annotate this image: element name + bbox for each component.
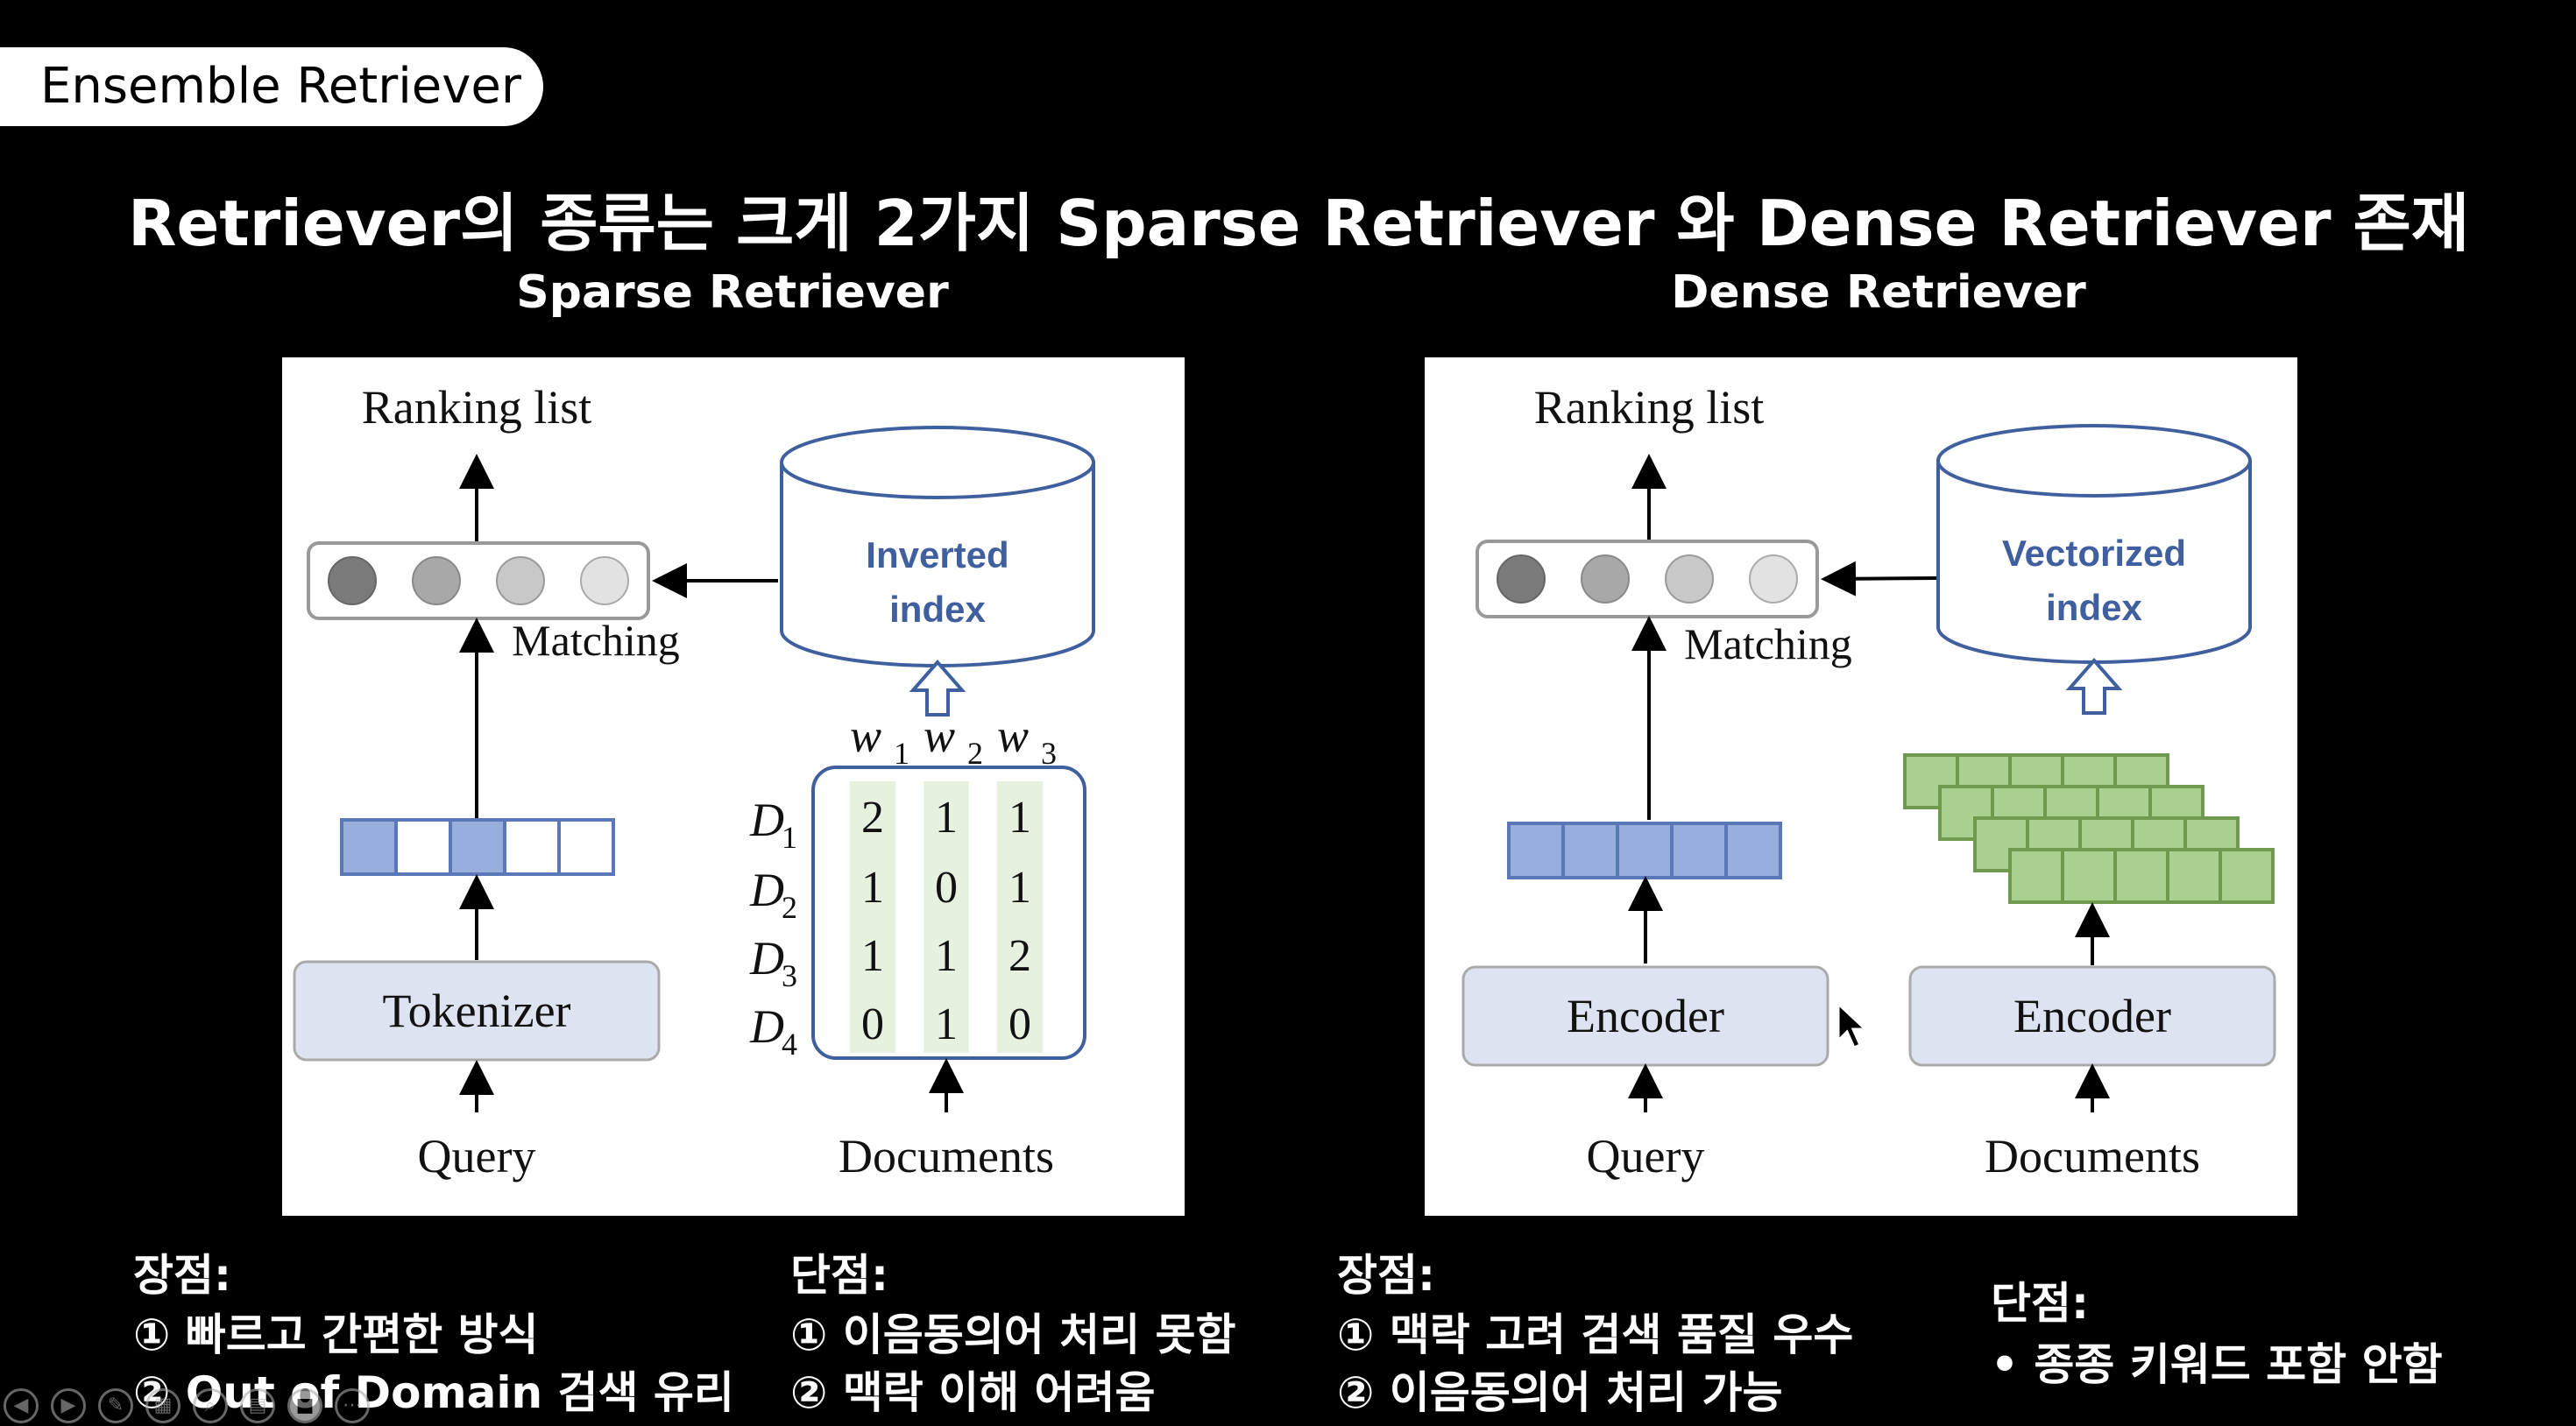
- matching-label: Matching: [1684, 619, 1852, 668]
- presentation-toolbar: ◀ ▶ ✎ ▦ ⌕ ▤ ■ ⋯: [4, 1386, 370, 1426]
- dense-pro-item: ② 이음동의어 처리 가능: [1337, 1367, 1783, 1418]
- query-label: Query: [1587, 1130, 1705, 1182]
- dense-diagram: Ranking list Vectorized index Matching: [1425, 357, 2297, 1216]
- matrix-cell: 1: [861, 931, 884, 981]
- document-row-label: D: [749, 1000, 784, 1053]
- documents-label: Documents: [839, 1130, 1054, 1182]
- ranking-list-label: Ranking list: [362, 381, 592, 434]
- sparse-pro-item: ② Out of Domain 검색 유리: [133, 1367, 734, 1418]
- sparse-pro-item: ① 빠르고 간편한 방식: [133, 1310, 539, 1360]
- document-row-label: D: [749, 932, 784, 985]
- svg-text:index: index: [2046, 587, 2142, 628]
- matrix-cell: 2: [861, 793, 884, 843]
- document-row-label: D: [749, 864, 784, 916]
- term-column-label: w: [997, 709, 1029, 762]
- more-icon[interactable]: ⋯: [335, 1388, 370, 1423]
- document-row-subscript: 2: [782, 890, 797, 925]
- dense-title: Dense Retriever: [1671, 266, 2086, 319]
- svg-text:index: index: [889, 589, 986, 630]
- document-vectors: [1903, 753, 2275, 904]
- zoom-icon[interactable]: ⌕: [193, 1388, 228, 1423]
- dense-pros-title: 장점:: [1337, 1250, 1435, 1301]
- tokenizer-label: Tokenizer: [382, 985, 570, 1037]
- ranking-list-label: Ranking list: [1534, 381, 1765, 434]
- matrix-cell: 1: [1008, 793, 1031, 843]
- documents-label: Documents: [1985, 1130, 2200, 1182]
- matrix-cell: 0: [935, 863, 958, 913]
- sparse-cons-title: 단점:: [790, 1250, 888, 1301]
- subtitles-icon[interactable]: ▤: [240, 1388, 275, 1423]
- prev-icon[interactable]: ◀: [4, 1388, 39, 1423]
- document-row-label: D: [749, 794, 784, 846]
- sparse-title: Sparse Retriever: [516, 266, 949, 319]
- encoder-label: Encoder: [1567, 990, 1724, 1042]
- matrix-cell: 2: [1008, 931, 1031, 981]
- term-column-subscript: 1: [894, 736, 909, 771]
- grid-icon[interactable]: ▦: [145, 1388, 180, 1423]
- dense-pro-item: ① 맥락 고려 검색 품질 우수: [1337, 1310, 1854, 1360]
- document-row-subscript: 3: [782, 958, 797, 993]
- index-label: Inverted: [866, 534, 1008, 575]
- index-label: Vectorized: [2002, 533, 2186, 574]
- term-column-label: w: [924, 709, 955, 762]
- matrix-cell: 1: [861, 863, 884, 913]
- camera-icon[interactable]: ■: [287, 1388, 322, 1423]
- document-row-subscript: 1: [782, 820, 797, 855]
- encoder-label: Encoder: [2013, 990, 2171, 1042]
- matching-label: Matching: [512, 616, 680, 665]
- matrix-cell: 1: [1008, 863, 1031, 913]
- matrix-cell: 1: [935, 931, 958, 981]
- next-icon[interactable]: ▶: [51, 1388, 86, 1423]
- document-row-subscript: 4: [782, 1027, 797, 1062]
- hollow-arrow-icon: [909, 659, 966, 717]
- matrix-cell: 1: [935, 999, 958, 1049]
- sparse-diagram: Ranking list Inverted index Matching Tok…: [282, 357, 1185, 1216]
- matrix-cell: 0: [861, 999, 884, 1049]
- section-tag: Ensemble Retriever: [0, 47, 543, 126]
- term-column-subscript: 2: [967, 736, 983, 771]
- slide-headline: Retriever의 종류는 크게 2가지 Sparse Retriever 와…: [128, 187, 2470, 260]
- sparse-con-item: ① 이음동의어 처리 못함: [790, 1310, 1236, 1360]
- sparse-con-item: ② 맥락 이해 어려움: [790, 1367, 1156, 1418]
- sparse-pros-title: 장점:: [133, 1250, 231, 1301]
- hollow-arrow-icon: [2065, 657, 2123, 715]
- mouse-cursor-icon: [1836, 1002, 1869, 1049]
- term-column-label: w: [850, 709, 881, 762]
- query-label: Query: [418, 1130, 536, 1182]
- term-column-subscript: 3: [1041, 736, 1057, 771]
- pen-icon[interactable]: ✎: [98, 1388, 133, 1423]
- matrix-cell: 0: [1008, 999, 1031, 1049]
- matrix-cell: 1: [935, 793, 958, 843]
- dense-cons-title: 단점:: [1991, 1278, 2089, 1329]
- dense-con-item: • 종종 키워드 포함 안함: [1991, 1339, 2443, 1390]
